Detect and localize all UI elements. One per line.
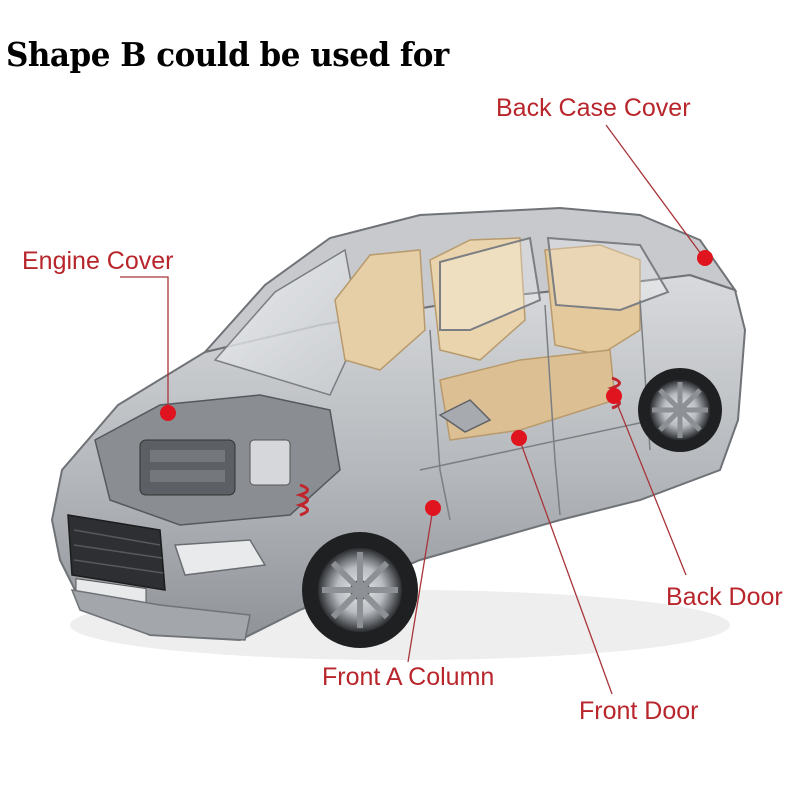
marker-back-case-cover — [697, 250, 713, 266]
rear-wheel — [638, 368, 722, 452]
car-headlight — [173, 539, 267, 576]
car-side-window-front — [439, 236, 542, 331]
leader-line-front-a-column — [407, 507, 434, 663]
label-front-door: Front Door — [579, 697, 699, 725]
car-interior — [334, 237, 641, 441]
leader-line-engine-cover — [120, 276, 169, 413]
leader-line-back-case-cover — [605, 124, 705, 259]
markers — [160, 250, 713, 516]
front-spring — [295, 483, 309, 517]
car-front-bumper — [70, 589, 251, 641]
car-side-mirror — [438, 399, 492, 433]
label-back-case-cover: Back Case Cover — [496, 94, 691, 122]
grille-bars — [73, 529, 164, 574]
leader-line-back-door — [613, 395, 687, 576]
engine-block — [139, 439, 291, 496]
marker-front-a-column — [425, 500, 441, 516]
leader-line-front-door — [518, 437, 613, 695]
label-engine-cover: Engine Cover — [22, 247, 174, 275]
marker-back-door — [606, 388, 622, 404]
car-side-window-rear — [546, 236, 670, 312]
front-wheel — [302, 532, 418, 648]
leader-lines — [120, 124, 705, 695]
diagram-title: Shape B could be used for — [6, 36, 449, 75]
marker-front-door — [511, 430, 527, 446]
label-back-door: Back Door — [666, 583, 783, 611]
marker-engine-cover — [160, 405, 176, 421]
label-front-a-column: Front A Column — [322, 663, 495, 691]
